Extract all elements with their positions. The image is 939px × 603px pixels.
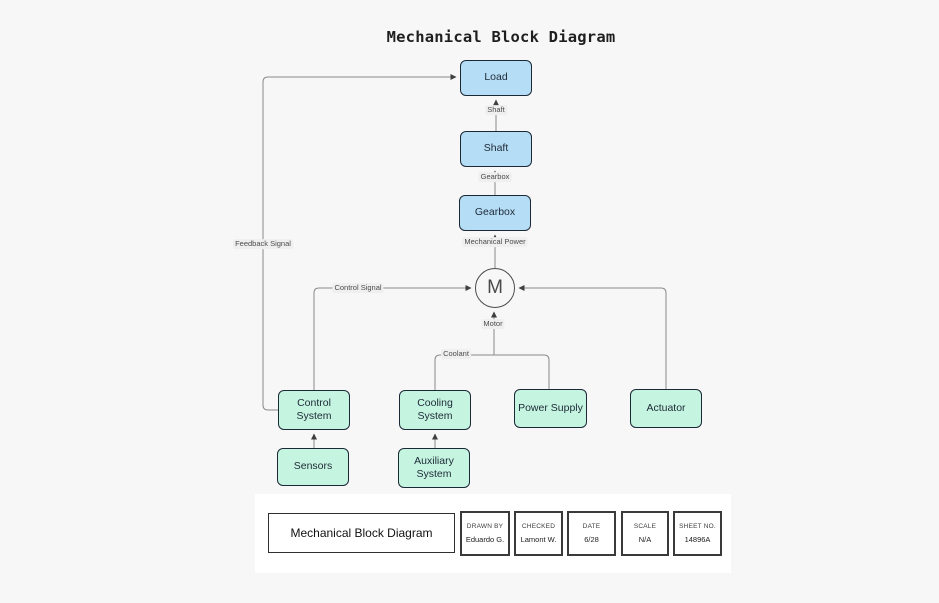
field-label: SCALE	[633, 523, 657, 530]
connector-label-control-signal: Control Signal	[332, 283, 384, 293]
wire-coolant-branch	[434, 354, 550, 390]
block-auxiliary-system[interactable]: Auxiliary System	[398, 448, 470, 488]
title-block-drawing-title[interactable]: Mechanical Block Diagram	[268, 513, 455, 553]
title-block-field-sheet-no[interactable]: SHEET NO. 14896A	[673, 511, 722, 556]
block-load[interactable]: Load	[460, 60, 532, 96]
block-control-system[interactable]: Control System	[278, 390, 350, 430]
field-value: Lamont W.	[520, 535, 557, 544]
block-gearbox[interactable]: Gearbox	[459, 195, 531, 231]
field-value: N/A	[638, 535, 652, 544]
block-actuator[interactable]: Actuator	[630, 389, 702, 428]
connector-label-motor: Motor	[481, 319, 505, 329]
block-power-supply[interactable]: Power Supply	[514, 389, 587, 428]
wire-control-to-motor	[313, 285, 472, 390]
title-block-field-drawn-by[interactable]: DRAWN BY Eduardo G.	[460, 511, 510, 556]
title-block-field-checked[interactable]: CHECKED Lamont W.	[514, 511, 563, 556]
field-label: DATE	[582, 523, 601, 530]
block-shaft[interactable]: Shaft	[460, 131, 532, 167]
title-block-field-date[interactable]: DATE 6/28	[567, 511, 616, 556]
field-value: 6/28	[584, 535, 599, 544]
wire-actuator-to-motor	[518, 285, 667, 389]
field-value: Eduardo G.	[465, 535, 505, 544]
connector-label-feedback-signal: Feedback Signal	[233, 239, 293, 249]
block-sensors[interactable]: Sensors	[277, 448, 349, 486]
block-cooling-system[interactable]: Cooling System	[399, 390, 471, 430]
connector-label-gearbox: Gearbox	[478, 172, 512, 182]
field-value: 14896A	[684, 535, 711, 544]
connector-label-shaft: Shaft	[485, 105, 507, 115]
connector-label-mechanical-power: Mechanical Power	[462, 237, 528, 247]
title-block-field-scale[interactable]: SCALE N/A	[621, 511, 669, 556]
block-motor[interactable]: M	[475, 268, 515, 308]
field-label: CHECKED	[521, 523, 556, 530]
field-label: SHEET NO.	[679, 523, 716, 530]
title-block-panel: Mechanical Block Diagram DRAWN BY Eduard…	[255, 494, 731, 573]
field-label: DRAWN BY	[466, 523, 504, 530]
diagram-title: Mechanical Block Diagram	[386, 28, 616, 46]
connector-label-coolant: Coolant	[441, 349, 471, 359]
